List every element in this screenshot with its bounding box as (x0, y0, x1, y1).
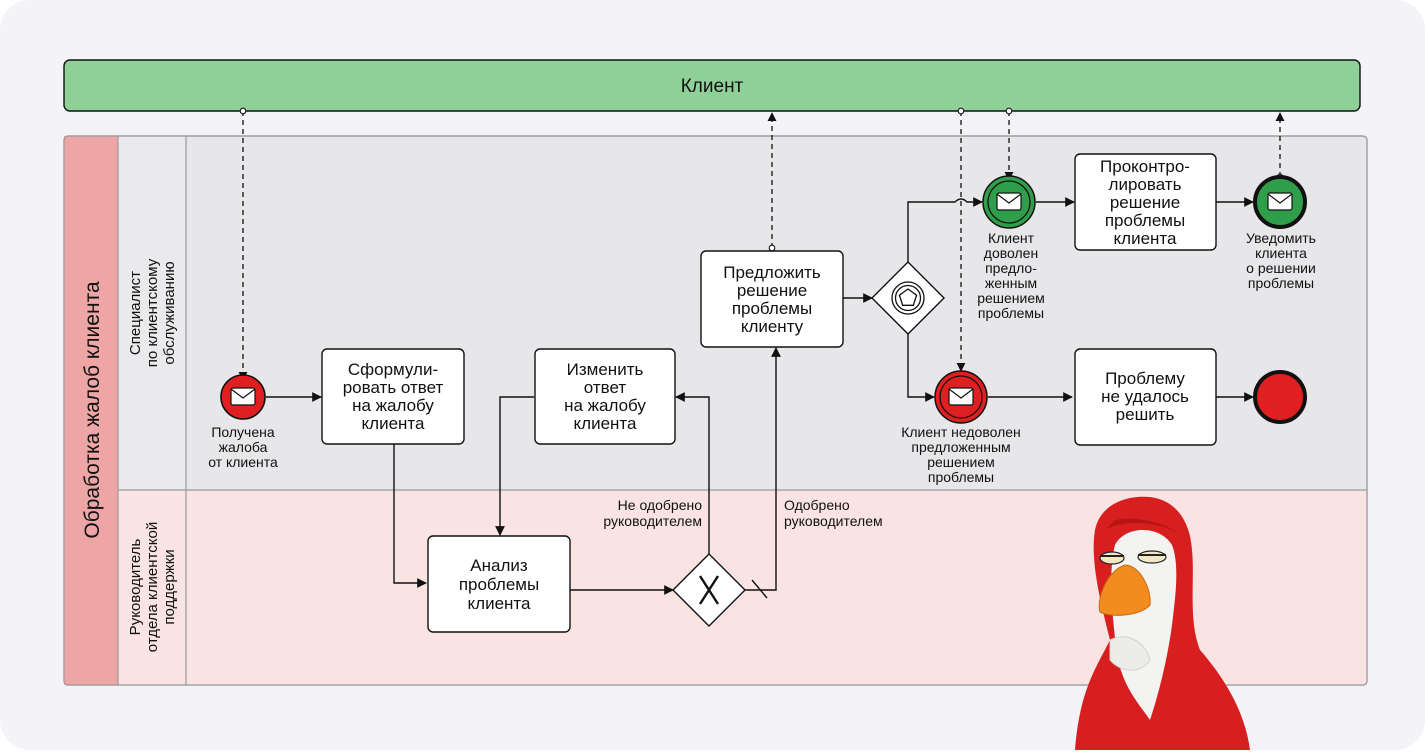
task-propose-solution[interactable] (700, 250, 844, 348)
task-control-solution[interactable] (1074, 153, 1217, 251)
event-satisfied-line: Клиент (988, 230, 1035, 246)
task-formulate-line: Сформули- (348, 360, 438, 379)
task-control-line: лировать (1109, 175, 1182, 194)
task-change-response[interactable] (534, 348, 676, 445)
task-formulate-response[interactable] (321, 348, 465, 445)
intermediate-event-satisfied[interactable] (982, 175, 1036, 229)
message-flows (238, 107, 1285, 381)
flow-not-approved-line: Не одобрено (618, 497, 703, 513)
task-formulate-line: на жалобу (352, 396, 434, 415)
task-formulate-line: ровать ответ (343, 378, 444, 397)
client-pool (63, 59, 1361, 112)
event-based-gateway[interactable] (871, 261, 945, 335)
lane-manager-line: отдела клиентской (144, 522, 161, 652)
task-propose-line: проблемы (732, 299, 812, 318)
task-analysis-line: клиента (468, 594, 531, 613)
flow-not-approved-line: руководителем (603, 513, 702, 529)
event-dissatisfied-line: предложенным (911, 439, 1010, 455)
pentagon-icon (898, 288, 918, 306)
envelope-icon (996, 192, 1022, 211)
event-dissatisfied-line: Клиент недоволен (901, 424, 1021, 440)
event-received-line: жалоба (219, 439, 268, 455)
task-analysis-line: Анализ (470, 556, 528, 575)
exclusive-gateway[interactable] (672, 553, 746, 627)
flow-approved (745, 347, 781, 591)
event-notify-line: Уведомить (1246, 230, 1316, 246)
task-control-line: Проконтро- (1100, 157, 1190, 176)
event-notify-line: клиента (1255, 245, 1307, 261)
lane-specialist-line: Специалист (127, 271, 144, 355)
task-control-line: клиента (1114, 229, 1177, 248)
task-unsolved-line: не удалось (1101, 387, 1189, 406)
task-change-line: клиента (574, 414, 637, 433)
event-dissatisfied-line: решением (927, 454, 995, 470)
sequence-flows (266, 197, 1254, 599)
event-satisfied-line: предло- (985, 260, 1037, 276)
task-change-line: ответ (584, 378, 627, 397)
task-formulate-line: клиента (362, 414, 425, 433)
duck-mascot-icon (1075, 496, 1250, 750)
event-received-line: от клиента (208, 454, 278, 470)
event-notify-line: проблемы (1248, 275, 1314, 291)
pool-label-strip (64, 136, 118, 685)
task-unsolved-line: решить (1116, 405, 1175, 424)
default-flow-marker (751, 579, 768, 599)
task-control-line: решение (1110, 193, 1180, 212)
flow-change-to-analysis (495, 396, 534, 536)
task-propose-line: Предложить (723, 263, 821, 282)
flow-formulate-to-analysis (393, 444, 427, 588)
envelope-icon (948, 387, 974, 406)
task-change-line: на жалобу (564, 396, 646, 415)
event-satisfied-line: решением (977, 290, 1045, 306)
event-dissatisfied-line: проблемы (928, 469, 994, 485)
lane-manager-line: поддержки (161, 549, 178, 624)
task-propose-line: решение (737, 281, 807, 300)
end-event-unsolved[interactable] (1253, 370, 1307, 424)
envelope-icon (1267, 192, 1293, 211)
task-analysis-line: проблемы (459, 575, 539, 594)
flow-gateway-to-satisfied (907, 197, 983, 262)
flow-approved-line: руководителем (784, 513, 883, 529)
envelope-icon (230, 387, 256, 406)
task-propose-line: клиенту (741, 317, 804, 336)
task-control-line: проблемы (1105, 211, 1185, 230)
process-pool-label: Обработка жалоб клиента (81, 281, 104, 539)
start-event-complaint[interactable] (220, 374, 266, 420)
lane-specialist-line: по клиентскому (144, 258, 161, 367)
flow-not-approved (675, 392, 710, 555)
lane-manager-line: Руководитель (127, 538, 144, 635)
flow-approved-line: Одобрено (784, 497, 850, 513)
intermediate-event-dissatisfied[interactable] (934, 370, 988, 424)
event-satisfied-line: проблемы (978, 305, 1044, 321)
flow-gateway-to-dissatisfied (907, 334, 935, 402)
x-icon (698, 575, 720, 605)
task-analysis[interactable] (427, 535, 571, 633)
event-notify-line: о решении (1246, 260, 1316, 276)
task-unsolved-line: Проблему (1105, 369, 1185, 388)
task-problem-unsolved[interactable] (1074, 348, 1217, 446)
event-satisfied-line: доволен (984, 245, 1038, 261)
lane-specialist-line: обслуживанию (161, 261, 178, 364)
end-event-notify[interactable] (1253, 175, 1307, 229)
client-pool-label: Клиент (681, 76, 744, 97)
task-change-line: Изменить (567, 360, 644, 379)
event-received-line: Получена (211, 424, 275, 440)
event-satisfied-line: женным (985, 275, 1037, 291)
